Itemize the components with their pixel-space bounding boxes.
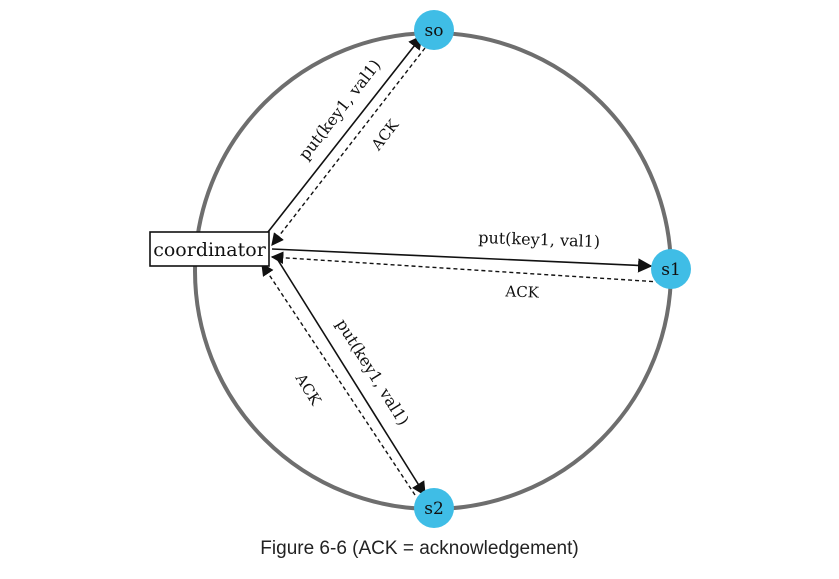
node-s0-label: so xyxy=(425,21,444,41)
figure-caption: Figure 6-6 (ACK = acknowledgement) xyxy=(260,538,579,559)
coordinator-label: coordinator xyxy=(153,239,266,261)
coordinator-box xyxy=(149,231,270,267)
ack-label-s1: ACK xyxy=(504,282,540,301)
put-arrow-to-s1 xyxy=(271,248,653,273)
put-arrow-to-s2 xyxy=(275,256,426,497)
ack-label-s0: ACK xyxy=(367,116,403,155)
node-s2-label: s2 xyxy=(424,499,444,519)
put-arrow-to-s0 xyxy=(267,34,423,233)
node-s0: so xyxy=(414,10,454,50)
node-s1-label: s1 xyxy=(661,260,681,280)
ack-label-s2: ACK xyxy=(291,370,325,409)
put-label-s1: put(key1, val1) xyxy=(478,228,600,251)
node-s1: s1 xyxy=(651,249,691,289)
ack-arrow-from-s1 xyxy=(270,251,661,283)
put-label-s0: put(key1, val1) xyxy=(295,56,385,164)
ack-arrow-from-s2 xyxy=(261,262,416,496)
node-s2: s2 xyxy=(414,488,454,528)
